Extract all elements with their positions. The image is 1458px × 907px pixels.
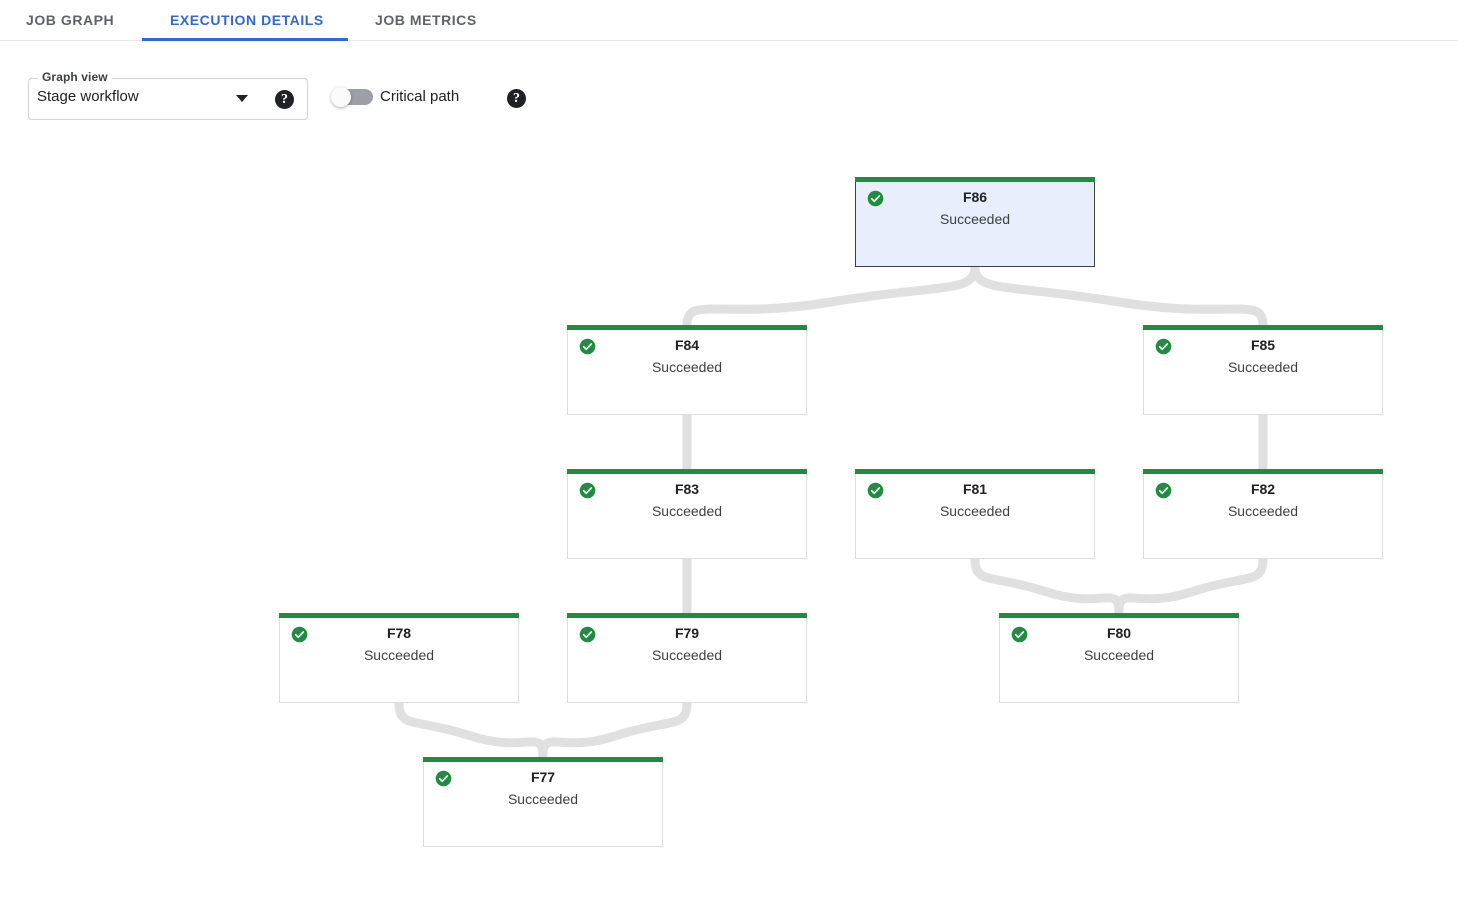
node-status-bar: [999, 613, 1239, 618]
node-label: F82: [1250, 481, 1276, 497]
graph-edge: [970, 554, 1124, 618]
check-circle-icon: [867, 482, 884, 499]
node-status-text: Succeeded: [939, 211, 1011, 227]
help-icon-graph-view[interactable]: ?: [275, 90, 294, 109]
graph-edge: [970, 262, 1268, 330]
check-circle-icon: [579, 482, 596, 499]
node-status-bar: [1143, 469, 1383, 474]
node-label: F79: [674, 625, 700, 641]
node-status-text: Succeeded: [1227, 503, 1299, 519]
node-label: F80: [1106, 625, 1132, 641]
check-circle-icon: [579, 626, 596, 643]
check-circle-icon: [1155, 338, 1172, 355]
node-status-text: Succeeded: [939, 503, 1011, 519]
node-status-text: Succeeded: [1083, 647, 1155, 663]
tab-job-graph[interactable]: JOB GRAPH: [26, 12, 115, 28]
node-status-bar: [279, 613, 519, 618]
graph-view-value: Stage workflow: [37, 88, 139, 105]
node-status-text: Succeeded: [507, 791, 579, 807]
check-circle-icon: [1155, 482, 1172, 499]
node-label: F83: [674, 481, 700, 497]
graph-edge: [394, 698, 548, 762]
graph-edge: [682, 262, 980, 330]
node-status-bar: [567, 469, 807, 474]
active-tab-indicator: [142, 38, 348, 41]
check-circle-icon: [579, 338, 596, 355]
check-circle-icon: [1011, 626, 1028, 643]
check-circle-icon: [435, 770, 452, 787]
chevron-down-icon[interactable]: [236, 95, 248, 102]
graph-view-select[interactable]: [28, 78, 308, 120]
node-status-bar: [855, 469, 1095, 474]
toggle-thumb: [331, 87, 351, 107]
node-status-bar: [423, 757, 663, 762]
node-label: F77: [530, 769, 556, 785]
node-label: F84: [674, 337, 700, 353]
node-label: F86: [962, 189, 988, 205]
node-label: F81: [962, 481, 988, 497]
node-status-text: Succeeded: [1227, 359, 1299, 375]
check-circle-icon: [291, 626, 308, 643]
node-label: F78: [386, 625, 412, 641]
node-status-bar: [567, 325, 807, 330]
check-circle-icon: [867, 190, 884, 207]
node-status-bar: [1143, 325, 1383, 330]
node-status-text: Succeeded: [651, 647, 723, 663]
critical-path-label: Critical path: [380, 88, 460, 105]
critical-path-toggle[interactable]: [331, 87, 373, 107]
node-status-text: Succeeded: [363, 647, 435, 663]
node-status-text: Succeeded: [651, 503, 723, 519]
tab-job-metrics[interactable]: JOB METRICS: [375, 12, 477, 28]
node-label: F85: [1250, 337, 1276, 353]
graph-view-label: Graph view: [38, 70, 112, 84]
graph-edge: [1114, 554, 1268, 618]
help-icon-critical-path[interactable]: ?: [507, 89, 526, 108]
tab-bar: JOB GRAPH EXECUTION DETAILS JOB METRICS: [0, 0, 1458, 41]
node-status-bar: [855, 177, 1095, 182]
graph-edge: [538, 698, 692, 762]
tab-execution-details[interactable]: EXECUTION DETAILS: [170, 12, 324, 28]
node-status-text: Succeeded: [651, 359, 723, 375]
node-status-bar: [567, 613, 807, 618]
